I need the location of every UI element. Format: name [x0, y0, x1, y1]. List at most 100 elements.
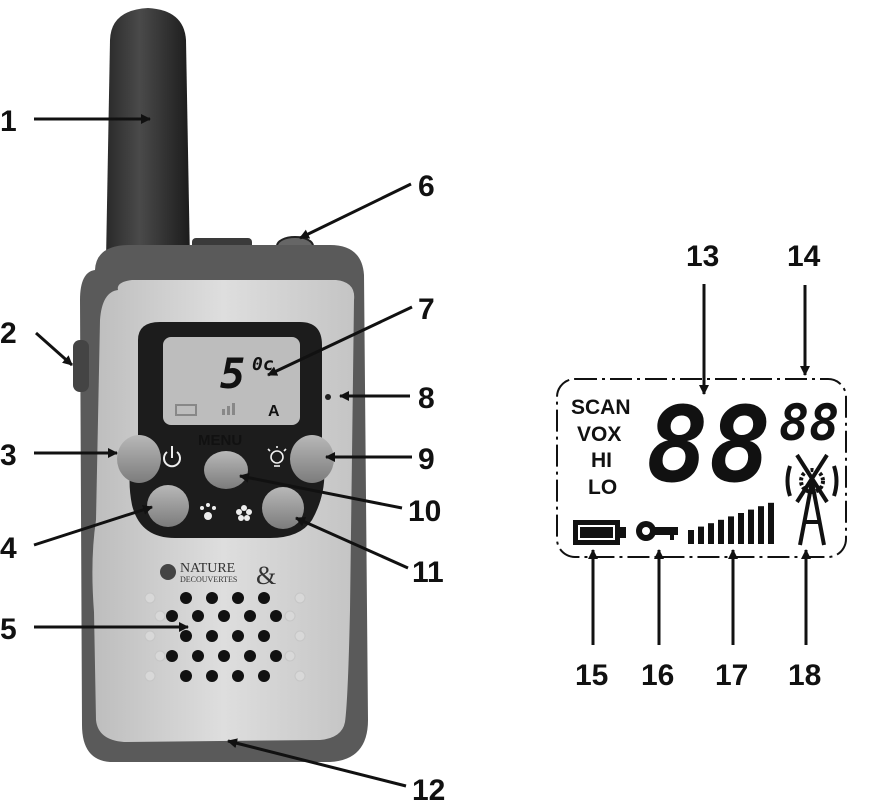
grille-hole-faint [144, 592, 156, 604]
arrow-11 [295, 516, 409, 570]
signal-bar [738, 513, 744, 544]
transmit-tower-icon [785, 453, 839, 546]
arrow-6 [299, 182, 412, 240]
device-screen [163, 337, 300, 425]
grille-hole-faint [284, 610, 296, 622]
signal-strength-icon [688, 502, 774, 544]
grille-hole-faint [154, 610, 166, 622]
mode-scan: SCAN [571, 396, 631, 419]
screen-small-digits: 0c [252, 354, 274, 375]
screen-battery-icon [175, 404, 197, 416]
callout-4: 4 [0, 532, 17, 565]
grille-hole [218, 610, 230, 622]
grille-hole-faint [294, 670, 306, 682]
grille-hole [258, 592, 270, 604]
callout-18: 18 [788, 659, 821, 692]
callout-14: 14 [787, 240, 821, 273]
power-icon [163, 446, 181, 468]
callout-16: 16 [641, 659, 674, 692]
callout-arrows [33, 114, 811, 788]
screen-tower-icon: A [268, 403, 280, 420]
callout-9: 9 [418, 443, 435, 476]
grille-hole-faint [144, 670, 156, 682]
grille-hole [270, 650, 282, 662]
up-button[interactable] [262, 487, 304, 529]
callout-6: 6 [418, 170, 435, 203]
speaker-grille [144, 592, 306, 682]
grille-hole [192, 610, 204, 622]
lightbulb-icon [267, 446, 287, 467]
brand-line2: DECOUVERTES [180, 575, 237, 584]
callout-10: 10 [408, 495, 441, 528]
screen-digits: 5 [220, 349, 245, 398]
grille-hole [258, 630, 270, 642]
callout-1: 1 [0, 105, 17, 138]
device: 5 0c A MENU NATURE [73, 8, 368, 762]
signal-bar [698, 526, 704, 544]
grille-hole [180, 592, 192, 604]
signal-bar [708, 523, 714, 544]
callout-11: 11 [412, 556, 444, 589]
grille-hole-faint [144, 630, 156, 642]
grille-hole-faint [154, 650, 166, 662]
mode-vox: VOX [577, 423, 621, 446]
callout-3: 3 [0, 439, 17, 472]
grille-hole-faint [294, 630, 306, 642]
callout-15: 15 [575, 659, 608, 692]
grille-hole [180, 630, 192, 642]
callout-12: 12 [412, 774, 445, 807]
menu-label: MENU [198, 432, 242, 449]
grille-hole [244, 610, 256, 622]
grille-hole [232, 670, 244, 682]
screen-signal-icon [222, 403, 235, 415]
callout-17: 17 [715, 659, 748, 692]
grille-hole-faint [284, 650, 296, 662]
grille-hole [192, 650, 204, 662]
brand-ampersand: & [256, 561, 276, 590]
grille-hole [258, 670, 270, 682]
channel-digits: 88 [646, 384, 771, 506]
grille-hole [244, 650, 256, 662]
signal-bar [728, 516, 734, 544]
callout-2: 2 [0, 317, 17, 350]
callout-13: 13 [686, 240, 719, 273]
arrow-7 [267, 305, 413, 377]
down-button[interactable] [147, 485, 189, 527]
antenna [106, 8, 190, 262]
grille-hole [166, 610, 178, 622]
grille-hole [180, 670, 192, 682]
arrow-12 [227, 738, 407, 788]
lcd-diagram: SCAN VOX HI LO 88 88 [556, 378, 847, 558]
signal-bar [748, 509, 754, 544]
callout-7: 7 [418, 293, 435, 326]
microphone-hole [325, 394, 331, 400]
callout-5: 5 [0, 613, 17, 646]
signal-bar [758, 506, 764, 544]
grille-hole [270, 610, 282, 622]
grille-hole [232, 630, 244, 642]
ptt-side-button[interactable] [73, 340, 89, 392]
flower-icon [236, 505, 252, 521]
grille-hole [206, 670, 218, 682]
signal-bar [718, 519, 724, 544]
arrow-2 [35, 331, 73, 367]
sub-channel-digits: 88 [779, 394, 839, 452]
menu-button[interactable] [204, 451, 248, 489]
callout-8: 8 [418, 382, 435, 415]
grille-hole [166, 650, 178, 662]
grille-hole [218, 650, 230, 662]
brand-logo: NATURE DECOUVERTES & [160, 561, 276, 590]
arrow-4 [33, 504, 153, 547]
brand-line1: NATURE [180, 561, 235, 576]
power-button[interactable] [117, 435, 161, 483]
key-lock-icon [636, 521, 678, 541]
callout-labels: 1 2 3 4 5 6 7 8 9 10 11 12 13 14 15 16 1… [0, 105, 821, 807]
grille-hole-faint [294, 592, 306, 604]
light-button[interactable] [290, 435, 334, 483]
paw-icon [200, 503, 216, 520]
lcd-outline [556, 378, 847, 558]
mode-hi: HI [591, 449, 612, 472]
grille-hole [206, 630, 218, 642]
grille-hole [206, 592, 218, 604]
